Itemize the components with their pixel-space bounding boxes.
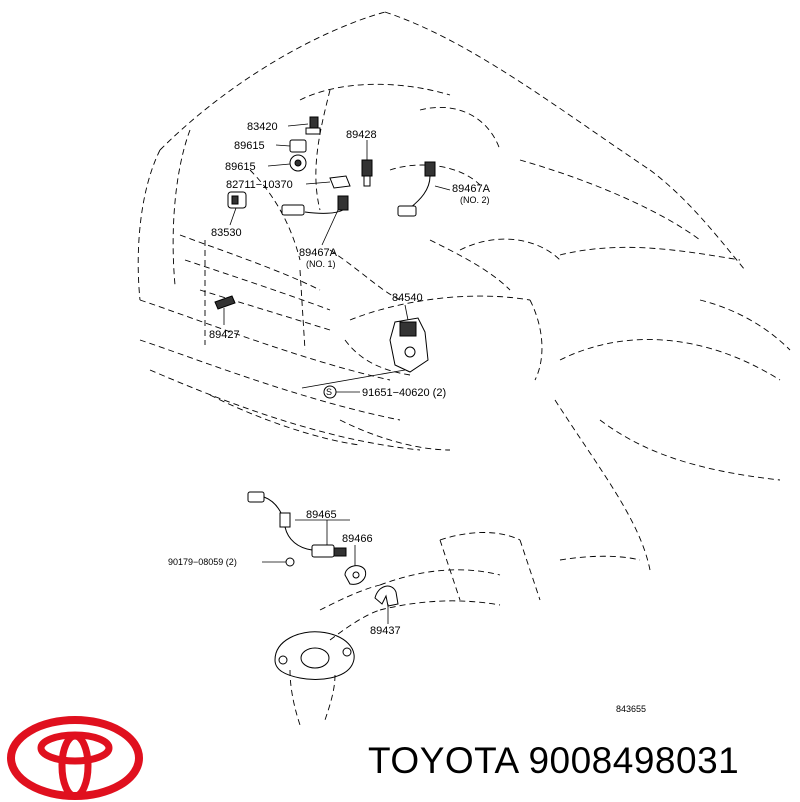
label-84540: 84540 [392, 292, 423, 304]
vehicle-body-outline [137, 11, 791, 571]
label-82711-10370: 82711−10370 [226, 179, 293, 191]
label-89615-b: 89615 [225, 161, 256, 173]
diagram-id: 843655 [616, 704, 646, 714]
label-89467a-no2-note: (NO. 2) [460, 195, 490, 205]
brand-part-number: TOYOTA 9008498031 [368, 740, 739, 782]
label-89427: 89427 [209, 329, 240, 341]
part-number: 9008498031 [528, 740, 740, 781]
brand-name: TOYOTA [368, 740, 518, 781]
svg-text:S: S [326, 387, 332, 397]
exhaust-pipe-outline [289, 532, 641, 726]
label-89467a-no1-note: (NO. 1) [306, 259, 336, 269]
label-89467a-no1: 89467A [299, 247, 338, 259]
label-83420: 83420 [247, 121, 278, 133]
leader-lines [223, 123, 451, 624]
part-labels: 83420 89615 89615 82711−10370 89428 8946… [168, 121, 646, 714]
label-89466: 89466 [342, 533, 373, 545]
label-91651-40620: 91651−40620 (2) [362, 387, 446, 399]
label-89615-a: 89615 [234, 140, 265, 152]
label-83530: 83530 [211, 227, 242, 239]
label-90179-08059: 90179−08059 (2) [168, 557, 237, 567]
part-shapes: S [214, 116, 436, 607]
label-89428: 89428 [346, 129, 377, 141]
label-89437: 89437 [370, 625, 401, 637]
label-89465: 89465 [306, 509, 337, 521]
toyota-logo [7, 716, 143, 800]
exhaust-flange [274, 631, 355, 680]
label-89467a-no2: 89467A [452, 183, 491, 195]
